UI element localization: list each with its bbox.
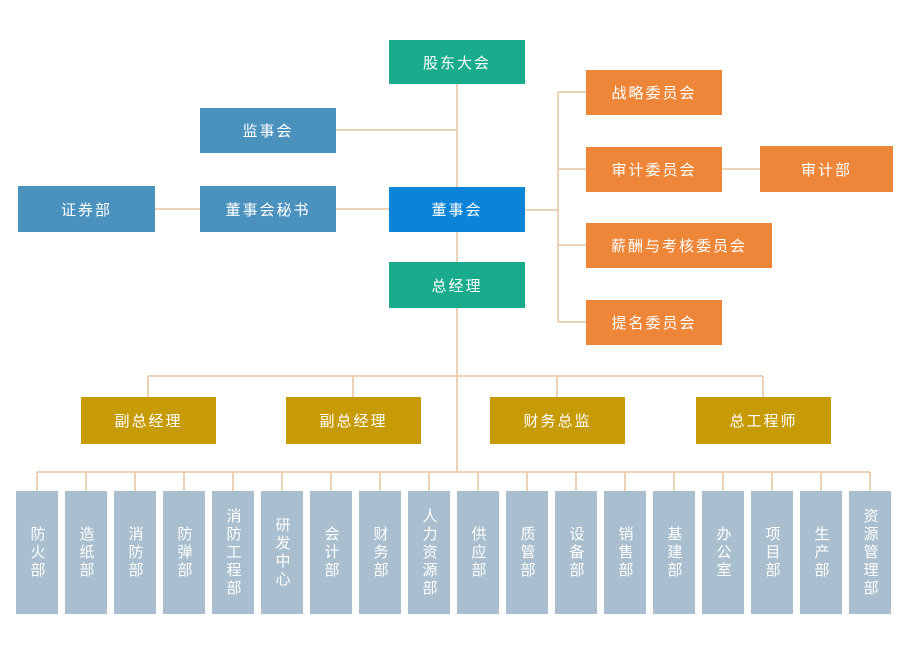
department-box: 供应部	[457, 491, 499, 614]
department-box: 会计部	[310, 491, 352, 614]
department-box: 基建部	[653, 491, 695, 614]
connector-path	[36, 84, 871, 491]
department-box: 防火部	[16, 491, 58, 614]
node-general-manager: 总经理	[389, 262, 525, 308]
node-deputy-general-manager-1: 副总经理	[81, 397, 216, 444]
department-box: 生产部	[800, 491, 842, 614]
node-audit-dept: 审计部	[760, 146, 893, 192]
node-finance-director: 财务总监	[490, 397, 625, 444]
node-supervisory-board: 监事会	[200, 108, 336, 153]
node-shareholders-meeting: 股东大会	[389, 40, 525, 84]
node-audit-committee: 审计委员会	[586, 147, 722, 192]
department-box: 消防部	[114, 491, 156, 614]
node-securities-dept: 证券部	[18, 186, 155, 232]
department-box: 造纸部	[65, 491, 107, 614]
node-board-secretary: 董事会秘书	[200, 186, 336, 232]
node-strategy-committee: 战略委员会	[586, 70, 722, 115]
department-box: 研发中心	[261, 491, 303, 614]
department-box: 财务部	[359, 491, 401, 614]
department-box: 人力资源部	[408, 491, 450, 614]
department-box: 办公室	[702, 491, 744, 614]
department-box: 防弹部	[163, 491, 205, 614]
department-box: 质管部	[506, 491, 548, 614]
node-nomination-committee: 提名委员会	[586, 300, 722, 345]
department-box: 消防工程部	[212, 491, 254, 614]
department-box: 设备部	[555, 491, 597, 614]
node-board-of-directors: 董事会	[389, 187, 525, 232]
department-box: 销售部	[604, 491, 646, 614]
department-box: 资源管理部	[849, 491, 891, 614]
node-deputy-general-manager-2: 副总经理	[286, 397, 421, 444]
department-box: 项目部	[751, 491, 793, 614]
node-compensation-committee: 薪酬与考核委员会	[586, 223, 772, 268]
node-chief-engineer: 总工程师	[696, 397, 831, 444]
